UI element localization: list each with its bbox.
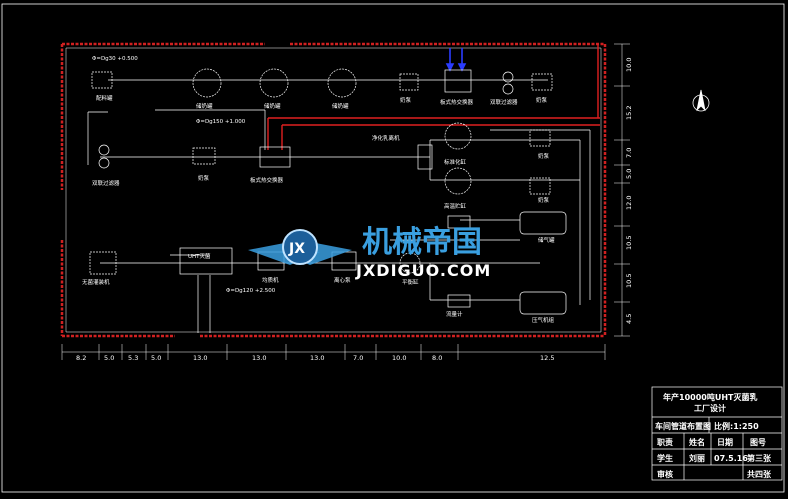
label-e5: 奶泵 xyxy=(400,96,412,104)
dim-b5: 13.0 xyxy=(252,354,266,362)
hot-water-piping xyxy=(267,44,600,150)
building-walls xyxy=(60,42,607,338)
drawing-scale: 比例:1:250 xyxy=(714,421,759,431)
label-e9: 板式热交换器 xyxy=(250,176,284,184)
right-dimension-line xyxy=(614,43,630,337)
equipment-labels: 配料罐 储奶罐 储奶罐 储奶罐 奶泵 板式热交换器 双联过滤器 奶泵 板式热交换… xyxy=(82,94,555,324)
dim-r4: 12.0 xyxy=(625,196,633,210)
label-e19: 均质机 xyxy=(262,276,279,284)
label-e6: 板式热交换器 xyxy=(440,98,474,106)
dim-r6: 10.5 xyxy=(625,274,633,288)
drawing-name: 车间管道布置图 xyxy=(655,421,711,431)
watermark-cn: 机械帝国 xyxy=(362,225,482,260)
logo-letters: JX xyxy=(288,241,305,257)
label-e24: 压气机组 xyxy=(532,316,555,324)
label-e4: 储奶罐 xyxy=(332,102,349,110)
watermark-en: JXDIGUO.COM xyxy=(355,261,491,280)
pipe-label-3: Φ=Dg120 +2.500 xyxy=(226,288,276,294)
label-e15: 高温贮缸 xyxy=(444,202,467,210)
dim-b3: 5.0 xyxy=(151,354,161,362)
role-reviewer: 审核 xyxy=(657,469,673,479)
dim-r1: 15.2 xyxy=(625,106,633,120)
title-block-text: 年产10000吨UHT灭菌乳 工厂设计 车间管道布置图 比例:1:250 职责 … xyxy=(655,392,772,479)
dim-b2: 5.3 xyxy=(128,354,138,362)
student-name: 刘丽 xyxy=(689,453,705,463)
label-e12: 净化乳离机 xyxy=(372,134,400,142)
dim-r7: 4.5 xyxy=(625,314,633,324)
dim-b4: 13.0 xyxy=(193,354,207,362)
label-e11: 奶泵 xyxy=(198,174,210,182)
header-name: 姓名 xyxy=(688,437,705,447)
dim-b0: 8.2 xyxy=(76,354,86,362)
label-e17: 无菌灌装机 xyxy=(82,278,110,286)
header-role: 职责 xyxy=(657,437,673,447)
label-e22: 储气罐 xyxy=(538,236,555,244)
label-e14: 奶泵 xyxy=(538,152,550,160)
label-e8: 奶泵 xyxy=(536,96,548,104)
wall-inner-lines xyxy=(65,47,602,333)
label-e3: 储奶罐 xyxy=(264,102,281,110)
label-e13: 标准化缸 xyxy=(444,158,467,166)
label-e20: 离心泵 xyxy=(334,276,351,284)
dim-b7: 7.0 xyxy=(353,354,363,362)
drawing-frame xyxy=(1,3,785,493)
right-dimension-values: 10.0 15.2 7.0 5.0 12.0 10.5 10.5 4.5 xyxy=(625,58,633,324)
header-date: 日期 xyxy=(717,437,733,447)
sheet-total: 共四张 xyxy=(747,469,772,479)
label-e16: 奶泵 xyxy=(538,196,550,204)
dim-b10: 12.5 xyxy=(540,354,554,362)
watermark: JX 机械帝国 JXDIGUO.COM xyxy=(248,225,491,280)
pipe-label-1: Φ=Dg30 +0.500 xyxy=(92,56,138,62)
label-e21: 平衡缸 xyxy=(402,278,419,286)
equipment-symbols xyxy=(89,68,567,315)
project-title-line1: 年产10000吨UHT灭菌乳 xyxy=(663,392,757,402)
project-title-line2: 工厂设计 xyxy=(694,403,726,413)
steam-inlets xyxy=(445,48,467,72)
north-arrow-icon xyxy=(692,89,710,112)
label-e7: 双联过滤器 xyxy=(490,98,518,106)
dim-b1: 5.0 xyxy=(104,354,114,362)
drawing-date: 07.5.16 xyxy=(714,454,748,463)
label-e10: 双联过滤器 xyxy=(92,179,120,187)
sheet-number: 第三张 xyxy=(747,453,772,463)
dim-b6: 13.0 xyxy=(310,354,324,362)
header-drawing-no: 图号 xyxy=(750,438,766,447)
label-e2: 储奶罐 xyxy=(196,102,213,110)
label-e18: UHT灭菌 xyxy=(188,252,211,260)
label-e1: 配料罐 xyxy=(96,94,113,102)
dim-b9: 8.0 xyxy=(432,354,442,362)
gear-icon xyxy=(282,229,318,265)
dim-r3: 5.0 xyxy=(625,169,633,179)
dim-r5: 10.5 xyxy=(625,236,633,250)
dim-b8: 10.0 xyxy=(392,354,406,362)
bottom-dimension-line xyxy=(61,344,606,360)
title-block xyxy=(651,386,783,481)
dim-r0: 10.0 xyxy=(625,58,633,72)
role-student: 学生 xyxy=(657,453,673,463)
label-e23: 流量计 xyxy=(446,310,463,318)
bottom-dimension-values: 8.2 5.0 5.3 5.0 13.0 13.0 13.0 7.0 10.0 … xyxy=(76,354,554,362)
dim-r2: 7.0 xyxy=(625,148,633,158)
pipe-label-2: Φ=Dg150 +1.000 xyxy=(196,119,246,125)
